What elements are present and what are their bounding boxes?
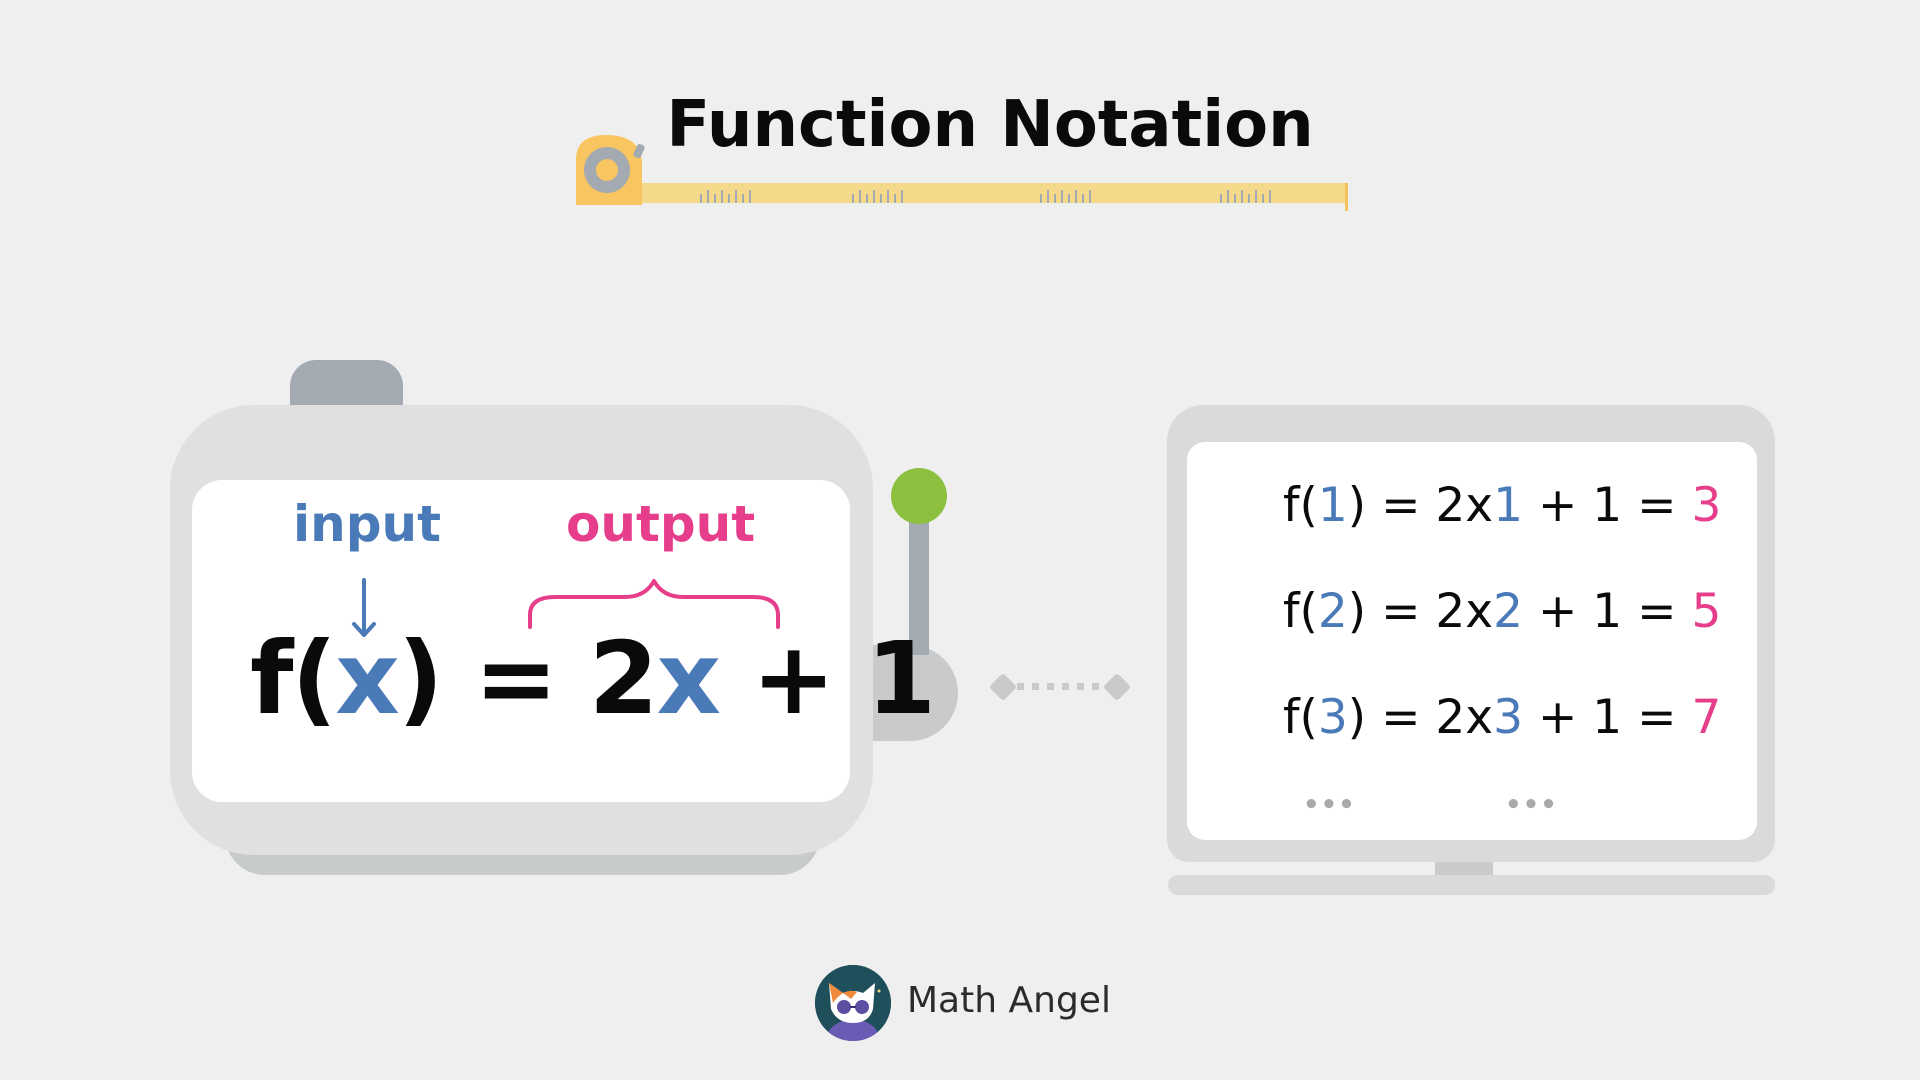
output-brace-icon — [528, 579, 780, 629]
row-input: 2 — [1317, 584, 1348, 639]
example-row: f(3) = 2x3 + 1 = 7 — [1283, 690, 1721, 745]
main-equation: f(x) = 2x + 1 — [250, 620, 936, 737]
down-arrow-icon — [352, 578, 376, 637]
page-title: Function Notation — [666, 88, 1314, 162]
eq-variable: x — [656, 620, 721, 737]
row-input-sub: 1 — [1493, 478, 1524, 533]
example-row: f(2) = 2x2 + 1 = 5 — [1283, 584, 1721, 639]
row-input-sub: 2 — [1493, 584, 1524, 639]
math-angel-logo-icon — [815, 965, 891, 1041]
row-prefix: f( — [1283, 584, 1318, 639]
output-label: output — [566, 495, 756, 553]
row-mid: ) = 2x — [1347, 478, 1494, 533]
row-mid: ) = 2x — [1347, 584, 1494, 639]
row-prefix: f( — [1283, 478, 1318, 533]
row-prefix: f( — [1283, 690, 1318, 745]
eq-f-open: f( — [250, 620, 337, 737]
row-output: 3 — [1691, 478, 1722, 533]
row-input: 3 — [1317, 690, 1348, 745]
lever-stick — [909, 505, 929, 655]
eq-input-variable: x — [335, 620, 400, 737]
lever-ball-icon — [891, 468, 947, 524]
ellipsis-right: ••• — [1505, 790, 1558, 820]
brand-name: Math Angel — [907, 980, 1111, 1021]
machine-side-output — [873, 645, 958, 741]
tape-measure-icon — [576, 135, 1348, 211]
row-suffix: + 1 = — [1523, 478, 1692, 533]
row-input: 1 — [1317, 478, 1348, 533]
laptop-screen — [1187, 442, 1757, 840]
row-output: 7 — [1691, 690, 1722, 745]
ellipsis-left: ••• — [1303, 790, 1356, 820]
input-label: input — [293, 495, 442, 553]
row-suffix: + 1 = — [1523, 584, 1692, 639]
example-row: f(1) = 2x1 + 1 = 3 — [1283, 478, 1721, 533]
laptop-base — [1168, 875, 1775, 895]
eq-middle: ) = 2 — [397, 620, 659, 737]
row-input-sub: 3 — [1493, 690, 1524, 745]
laptop-hinge — [1435, 862, 1493, 876]
row-suffix: + 1 = — [1523, 690, 1692, 745]
machine-screen — [192, 480, 850, 802]
row-output: 5 — [1691, 584, 1722, 639]
eq-tail: + 1 — [718, 620, 936, 737]
row-mid: ) = 2x — [1347, 690, 1494, 745]
dotted-connector-icon — [990, 674, 1130, 700]
